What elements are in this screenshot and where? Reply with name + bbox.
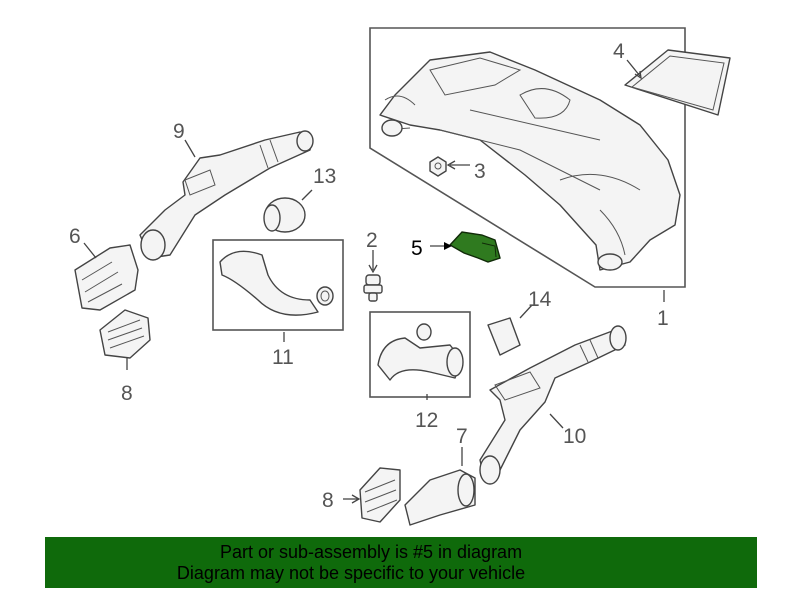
intake-hose-12[interactable] xyxy=(377,323,464,381)
callout-2: 2 xyxy=(366,229,378,252)
callout-7: 7 xyxy=(456,425,468,448)
banner-line-disclaimer: Diagram may not be specific to your vehi… xyxy=(176,562,526,583)
callout-6: 6 xyxy=(69,225,81,248)
info-banner: Part or sub-assembly is #5 in diagram Di… xyxy=(45,537,757,588)
air-cleaner-housing[interactable] xyxy=(379,51,681,271)
callout-12: 12 xyxy=(415,409,438,432)
assembly-box-1 xyxy=(369,27,686,288)
banner-line-part: Part or sub-assembly is #5 in diagram xyxy=(219,541,523,562)
callout-10: 10 xyxy=(563,425,586,448)
callout-8-upper: 8 xyxy=(121,382,133,405)
air-inlet-6[interactable] xyxy=(74,244,139,311)
assembly-box-11 xyxy=(212,239,344,331)
callout-5: 5 xyxy=(411,237,423,260)
callout-13: 13 xyxy=(313,165,336,188)
intake-duct-10[interactable] xyxy=(479,325,627,485)
callout-1: 1 xyxy=(657,307,669,330)
callout-11: 11 xyxy=(272,346,294,369)
push-pin-fastener[interactable] xyxy=(363,274,383,302)
callout-3: 3 xyxy=(474,160,486,183)
intake-hose-11[interactable] xyxy=(219,250,334,316)
nut[interactable] xyxy=(429,156,447,177)
callout-4: 4 xyxy=(613,40,625,63)
callout-9: 9 xyxy=(173,120,185,143)
rubber-grommet-13[interactable] xyxy=(263,197,306,233)
callout-14: 14 xyxy=(528,288,552,311)
air-duct-7[interactable] xyxy=(404,469,476,526)
assembly-box-12 xyxy=(369,311,471,398)
intake-duct-9[interactable] xyxy=(139,130,314,261)
grille-8-upper[interactable] xyxy=(99,309,151,359)
mass-airflow-sensor-highlighted[interactable] xyxy=(448,231,501,263)
leader-lines xyxy=(83,59,665,504)
connector-14[interactable] xyxy=(487,317,521,356)
callout-8-lower: 8 xyxy=(322,489,334,512)
air-filter-element[interactable] xyxy=(624,49,731,116)
grille-8-lower[interactable] xyxy=(359,467,401,523)
